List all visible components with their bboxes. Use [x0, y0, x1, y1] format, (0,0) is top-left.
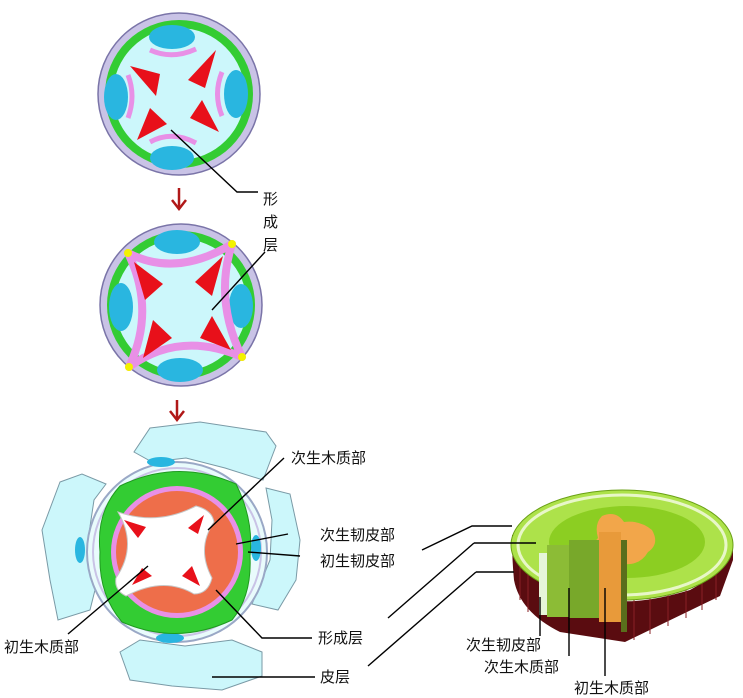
xylem-point: [137, 108, 167, 140]
leader-primary-phloem: [247, 551, 301, 557]
interfascicular-cambium: [124, 249, 132, 257]
leader-cambium: [215, 589, 312, 639]
leader-secondary-phloem: [235, 533, 289, 545]
label-primary-xylem: 初生木质部: [4, 638, 79, 656]
primary-phloem: [147, 457, 175, 467]
leader-block-3: [367, 571, 477, 667]
label-block-secondary-xylem: 次生木质部: [484, 658, 559, 676]
cut-primary-xylem: [599, 532, 621, 622]
label-cambium: 形成层: [318, 629, 363, 647]
primary-xylem: [132, 568, 152, 585]
primary-phloem: [251, 535, 261, 561]
xylem-point: [200, 316, 231, 350]
leader-primary-xylem: [67, 565, 149, 635]
xylem-point: [190, 100, 219, 132]
interfascicular-cambium: [125, 363, 133, 371]
xylem-point: [195, 256, 223, 296]
leader-secondary-xylem: [207, 457, 285, 531]
secondary-stem-cross-section: [41, 421, 301, 691]
arrow-down-icon: [171, 188, 187, 212]
xylem-point: [134, 262, 163, 300]
leader-block-1: [421, 525, 512, 551]
label-cambium-top-2: 成: [263, 213, 278, 231]
cambium-forming-cross-section: [99, 223, 263, 387]
xylem-point: [143, 320, 172, 358]
phloem-bundle: [150, 146, 194, 170]
leader-block-2: [387, 542, 475, 619]
cambium-arc: [148, 46, 198, 58]
label-cortex: 皮层: [320, 668, 350, 686]
interfascicular-cambium: [238, 353, 246, 361]
primary-phloem: [156, 633, 184, 643]
phloem-bundle: [229, 284, 253, 328]
cut-edge: [621, 540, 627, 632]
phloem-bundle: [224, 70, 248, 118]
interfascicular-cambium: [228, 240, 236, 248]
xylem-point: [130, 66, 160, 96]
primary-xylem: [188, 515, 204, 534]
primary-phloem: [75, 537, 85, 563]
cambium-arc: [148, 133, 198, 146]
cambium-arc: [125, 74, 135, 119]
stem-segment-3d: [510, 489, 734, 642]
cambium-leader-top: [170, 129, 258, 193]
label-secondary-xylem: 次生木质部: [291, 449, 366, 467]
cortex-fragment: [133, 421, 277, 481]
phloem-bundle: [109, 283, 133, 331]
phloem-bundle: [157, 358, 203, 382]
primary-xylem: [182, 566, 200, 586]
primary-xylem: [124, 520, 146, 538]
cortex-fragment: [119, 639, 263, 691]
primary-stem-cross-section: [97, 12, 261, 176]
cambium-leader-middle: [211, 251, 266, 311]
cortex-fragment: [251, 487, 301, 611]
arrow-down-icon: [169, 400, 185, 423]
phloem-bundle: [154, 230, 200, 254]
label-cambium-top-3: 层: [263, 236, 278, 254]
phloem-bundle: [104, 74, 128, 120]
label-secondary-phloem: 次生韧皮部: [320, 526, 395, 544]
phloem-bundle: [149, 25, 195, 49]
cut-xylem-inner: [569, 540, 599, 618]
label-primary-phloem: 初生韧皮部: [320, 552, 395, 570]
cut-secondary-phloem: [539, 553, 547, 615]
cut-secondary-xylem: [547, 545, 569, 617]
label-block-primary-xylem: 初生木质部: [574, 679, 649, 697]
label-block-secondary-phloem: 次生韧皮部: [466, 636, 541, 654]
cambium-arc: [215, 71, 225, 117]
label-cambium-top-1: 形: [263, 190, 278, 208]
xylem-point: [188, 50, 216, 88]
